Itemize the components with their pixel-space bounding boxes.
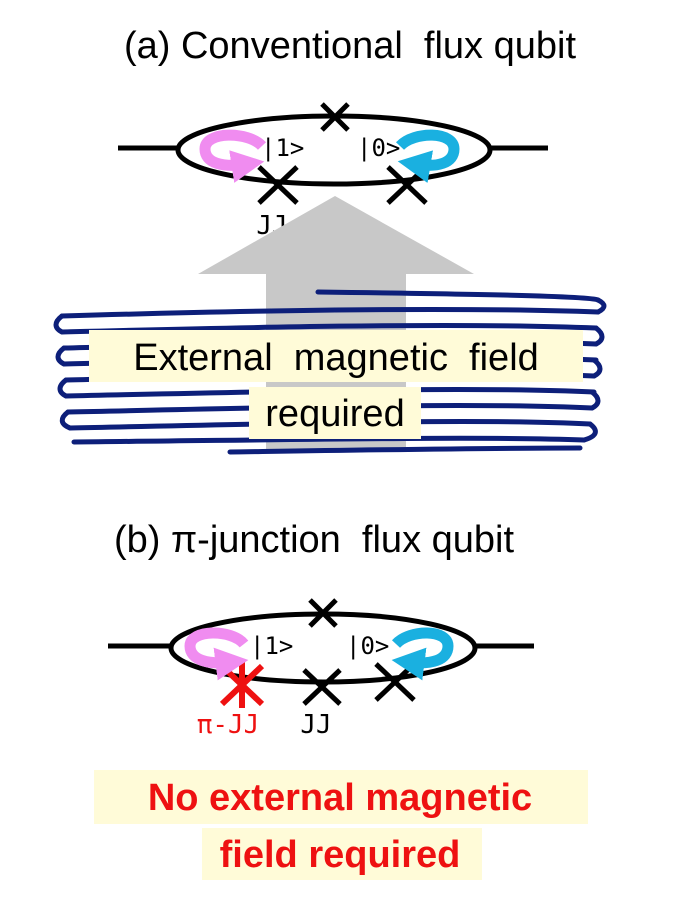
field-label-line1: External magnetic field <box>133 337 539 379</box>
josephson-junction-middle-b <box>302 668 342 706</box>
field-label-line2: required <box>265 393 404 435</box>
josephson-junction-bottom-left <box>257 165 299 205</box>
josephson-junction-right-b <box>374 662 416 702</box>
jj-label-b: JJ <box>300 710 331 740</box>
state-one-label-b: |1> <box>250 632 293 660</box>
pi-jj-label: π-JJ <box>197 710 260 740</box>
qubit-loop-b <box>168 611 478 685</box>
current-arrow-clockwise-icon <box>199 129 267 183</box>
note-background-2 <box>202 828 482 880</box>
no-field-note-line1: No external magnetic <box>148 777 532 819</box>
pi-junction-icon <box>219 662 265 708</box>
no-field-note-line2: field required <box>220 834 461 876</box>
state-zero-label: |0> <box>357 134 400 162</box>
qubit-loop <box>175 113 493 187</box>
current-arrow-counterclockwise-b-icon <box>391 627 454 681</box>
panel-a: (a) Conventional flux qubit |1> |0> JJ <box>53 25 607 455</box>
current-arrow-counterclockwise-icon <box>395 129 460 183</box>
state-zero-label-b: |0> <box>346 632 389 660</box>
panel-b-title: (b) π-junction flux qubit <box>114 519 515 561</box>
field-label-background-2 <box>249 387 421 439</box>
josephson-junction-bottom-right <box>386 165 428 205</box>
field-label-background <box>89 330 583 382</box>
panel-a-title: (a) Conventional flux qubit <box>124 25 576 67</box>
state-one-label: |1> <box>261 134 304 162</box>
note-background <box>94 770 588 824</box>
current-arrow-clockwise-b-icon <box>184 627 249 681</box>
josephson-junction-top <box>320 102 350 132</box>
josephson-junction-top-b <box>308 598 338 628</box>
panel-b: (b) π-junction flux qubit |1> |0> π-JJ J… <box>94 519 588 880</box>
